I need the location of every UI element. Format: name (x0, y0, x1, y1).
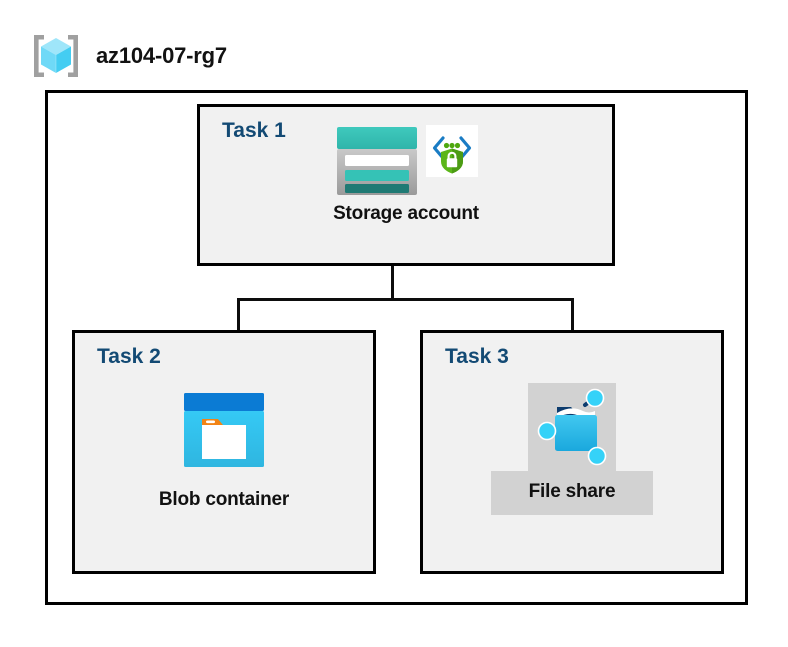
file-share-icon (531, 387, 613, 469)
resource-group-header: az104-07-rg7 (30, 28, 450, 84)
node-file-share: File share (423, 383, 721, 515)
file-share-icon-plate (528, 383, 616, 473)
node-storage-account: Storage account (200, 125, 612, 225)
resource-group-name: az104-07-rg7 (96, 43, 227, 68)
task-3-label: Task 3 (445, 345, 509, 368)
blob-container-caption: Blob container (158, 489, 290, 510)
blob-container-icon (182, 391, 266, 469)
security-shield-lock-icon (426, 125, 478, 177)
storage-account-caption: Storage account (333, 203, 479, 224)
connector-horizontal-bus (237, 298, 574, 301)
file-share-caption: File share (528, 481, 616, 502)
task-3-box: Task 3 (420, 330, 724, 574)
task-2-box: Task 2 Blob container (72, 330, 376, 574)
node-blob-container: Blob container (75, 391, 373, 511)
file-share-caption-plate: File share (490, 471, 654, 515)
resource-group-cube-icon (30, 30, 82, 82)
storage-account-icon-row (334, 125, 478, 197)
task-2-label: Task 2 (97, 345, 161, 368)
task-1-box: Task 1 (197, 104, 615, 266)
storage-account-icon (334, 125, 420, 197)
task-1-label: Task 1 (222, 119, 286, 142)
